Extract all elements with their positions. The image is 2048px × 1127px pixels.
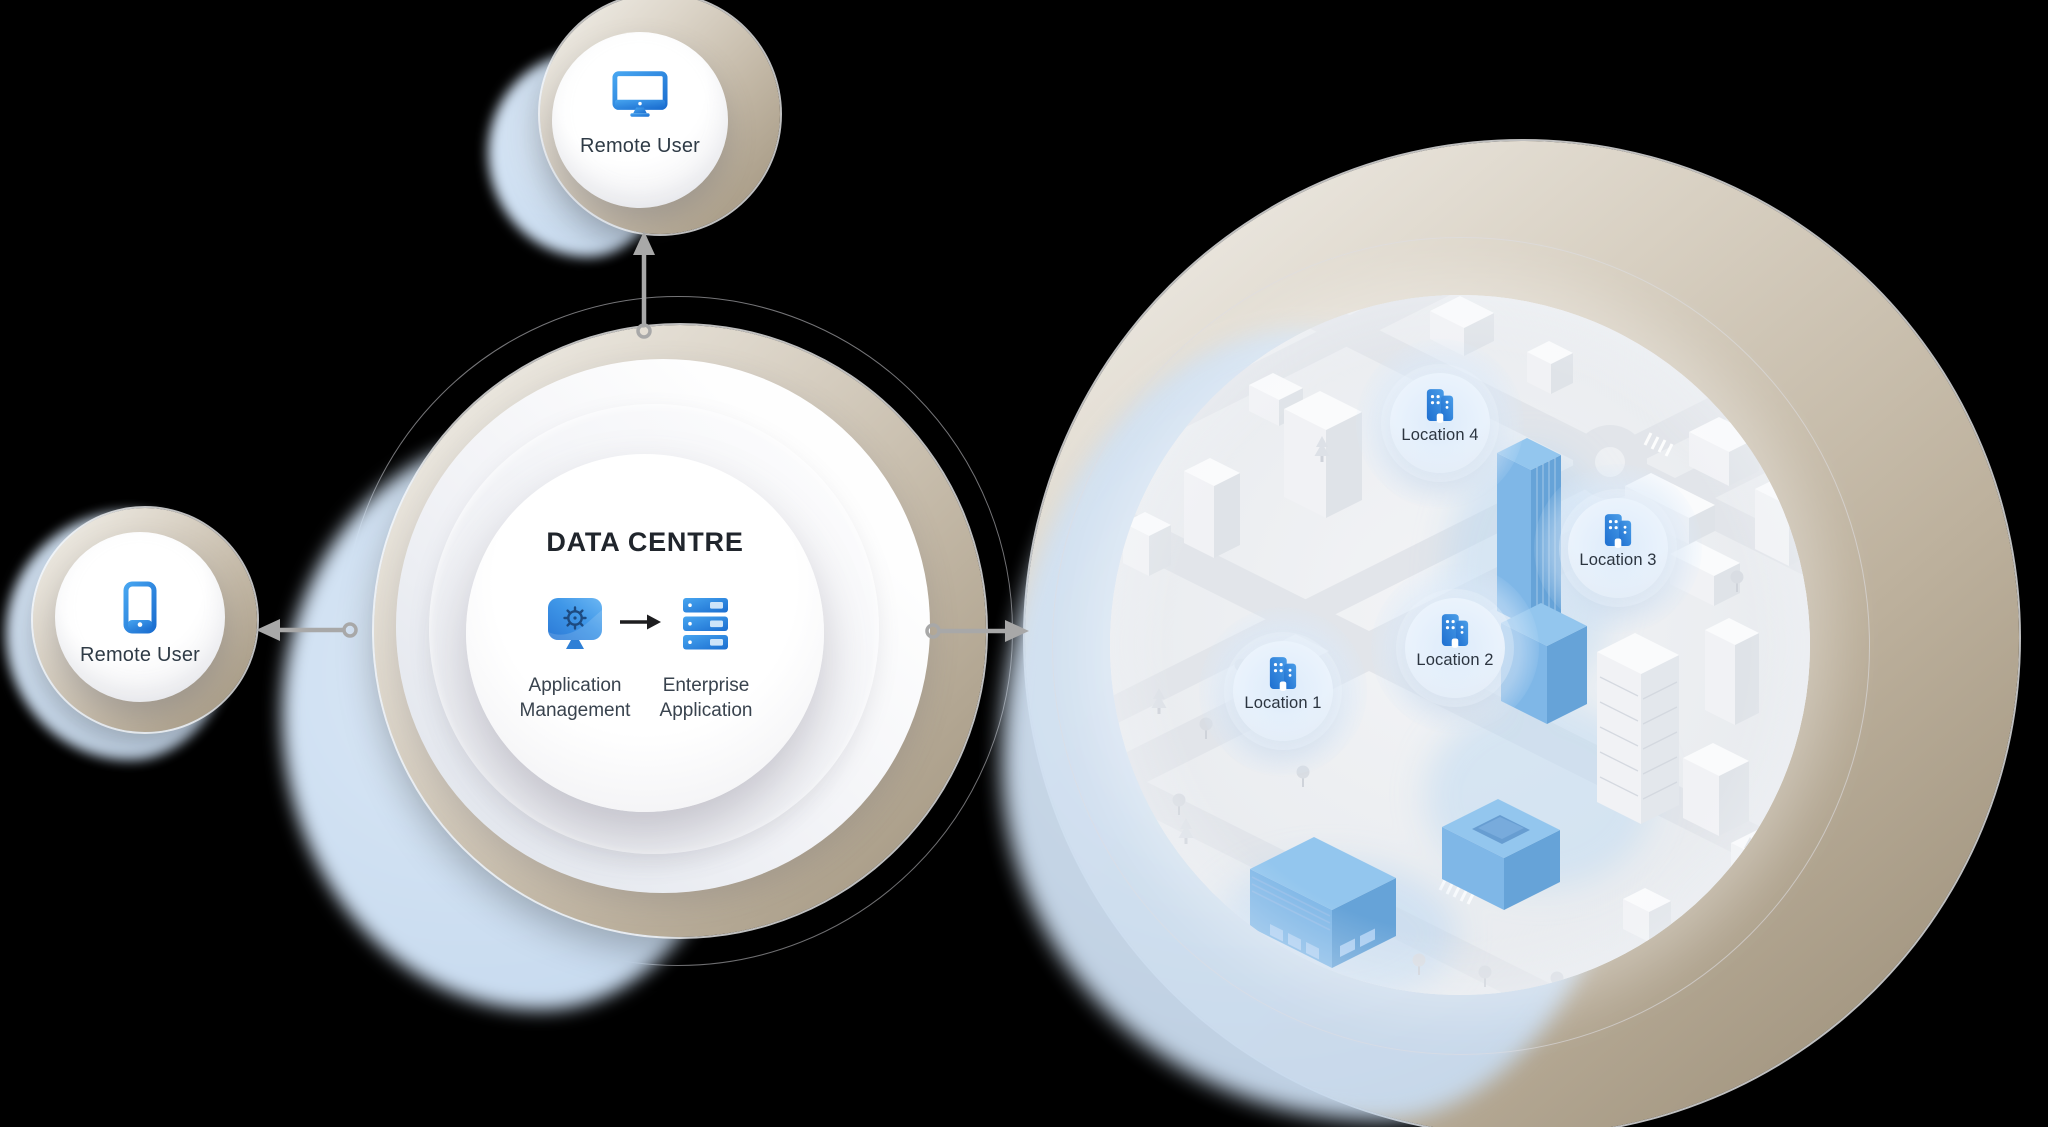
- location-2-badge: Location 2: [1371, 564, 1539, 732]
- location-4-badge: Location 4: [1356, 339, 1524, 507]
- building-icon: [1425, 387, 1455, 423]
- application-management-label: Application Management: [519, 675, 631, 722]
- top-node-label: Remote User: [579, 135, 700, 157]
- building-icon: [1603, 512, 1633, 548]
- enterprise-application-label: Enterprise Application: [659, 675, 753, 722]
- building-icon: [1268, 655, 1298, 691]
- application-management-icon: [546, 596, 604, 652]
- top-node-circle: [552, 32, 728, 208]
- location-3-badge: Location 3: [1534, 464, 1702, 632]
- server-stack-icon: [682, 596, 729, 652]
- monitor-icon: [612, 70, 668, 118]
- connector-up-arrow-icon: [621, 225, 667, 340]
- location-4-label: Location 4: [1401, 426, 1479, 444]
- location-3-label: Location 3: [1579, 551, 1657, 569]
- left-node-label: Remote User: [79, 644, 200, 666]
- location-1-badge: Location 1: [1199, 607, 1367, 775]
- building-icon: [1440, 612, 1470, 648]
- location-2-label: Location 2: [1416, 651, 1494, 669]
- data-centre-inner-circle: [466, 454, 824, 812]
- left-node-circle: [55, 532, 225, 702]
- data-centre-title: DATA CENTRE: [546, 527, 744, 557]
- map-outline-ring: [1052, 237, 1870, 1055]
- flow-arrow-icon: [618, 613, 662, 631]
- connector-left-arrow-icon: [246, 608, 364, 652]
- smartphone-icon: [122, 581, 158, 635]
- location-1-label: Location 1: [1244, 694, 1322, 712]
- connector-right-arrow-icon: [921, 609, 1039, 653]
